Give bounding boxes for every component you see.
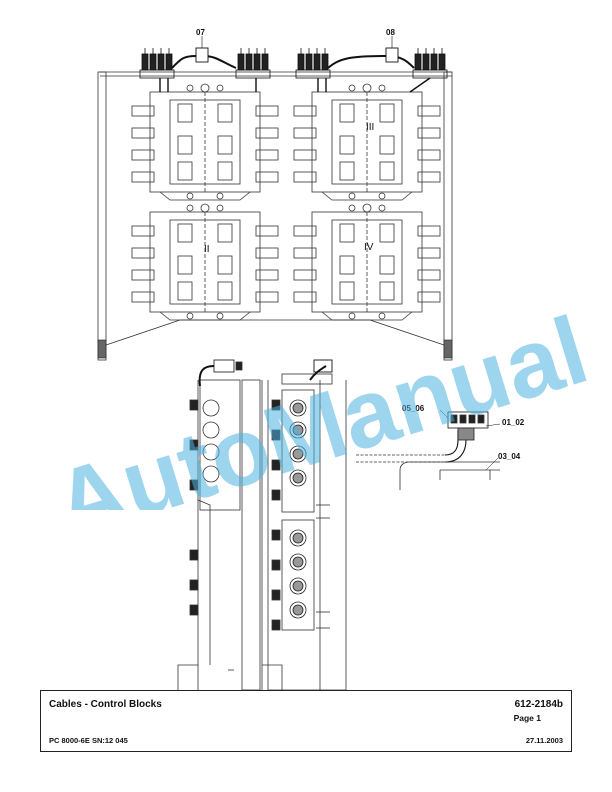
side-view-right: [267, 359, 347, 691]
callout-08: 08: [386, 28, 395, 37]
top-view: [97, 36, 453, 361]
block-numeral-iii: III: [366, 122, 375, 133]
callout-03-04: 03_04: [498, 452, 521, 461]
document-number: 612-2184b: [514, 699, 563, 710]
side-view-left: [177, 359, 283, 691]
callout-07: 07: [196, 28, 205, 37]
title-block: Cables - Control Blocks 612-2184b Page 1…: [40, 690, 572, 752]
callout-05-06: 05_06: [402, 404, 425, 413]
document-date: 27.11.2003: [525, 736, 563, 745]
block-numeral-ii: II: [204, 244, 210, 255]
block-numeral-iv: IV: [364, 242, 374, 253]
callout-01-02: 01_02: [502, 418, 525, 427]
page-number: Page 1: [513, 713, 541, 723]
document-title: Cables - Control Blocks: [49, 699, 162, 710]
detail-view: [356, 409, 501, 490]
machine-model: PC 8000-6E SN:12 045: [49, 736, 128, 745]
